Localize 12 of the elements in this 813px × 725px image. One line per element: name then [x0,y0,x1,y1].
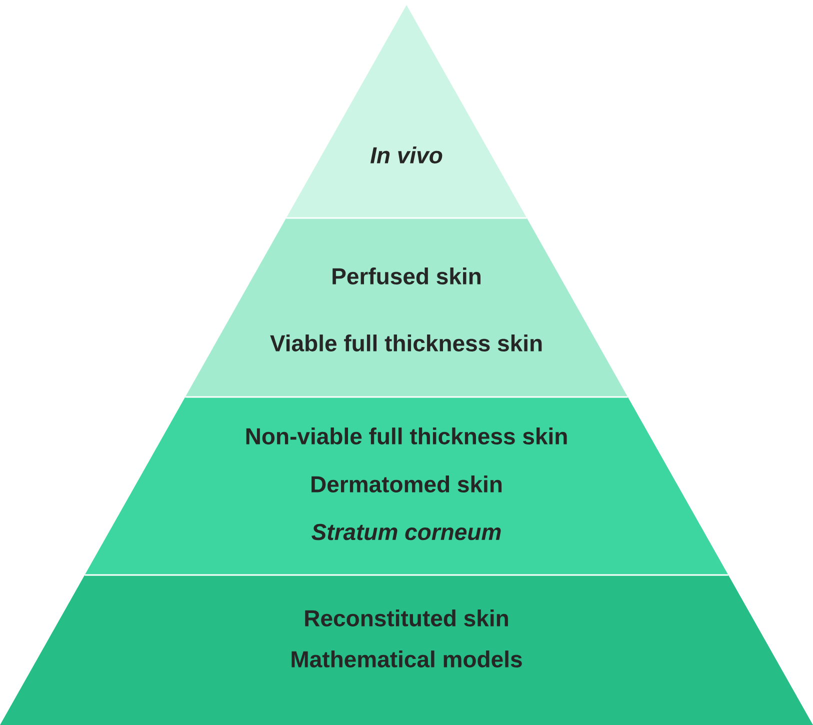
level-text: In vivo [370,146,442,164]
level-text: Dermatomed skin [312,476,502,492]
level-text: Reconstituted skin [305,610,508,626]
pyramid-level [84,397,728,575]
level-text: Perfused skin [332,268,480,284]
level-text: Mathematical models [292,650,522,668]
level-text: Stratum corneum [312,524,501,540]
pyramid-level [286,5,527,218]
level-text: Non-viable full thickness skin [246,428,567,444]
pyramid-level [0,575,813,725]
pyramid-level [185,218,628,397]
level-text: Viable full thickness skin [270,334,542,352]
